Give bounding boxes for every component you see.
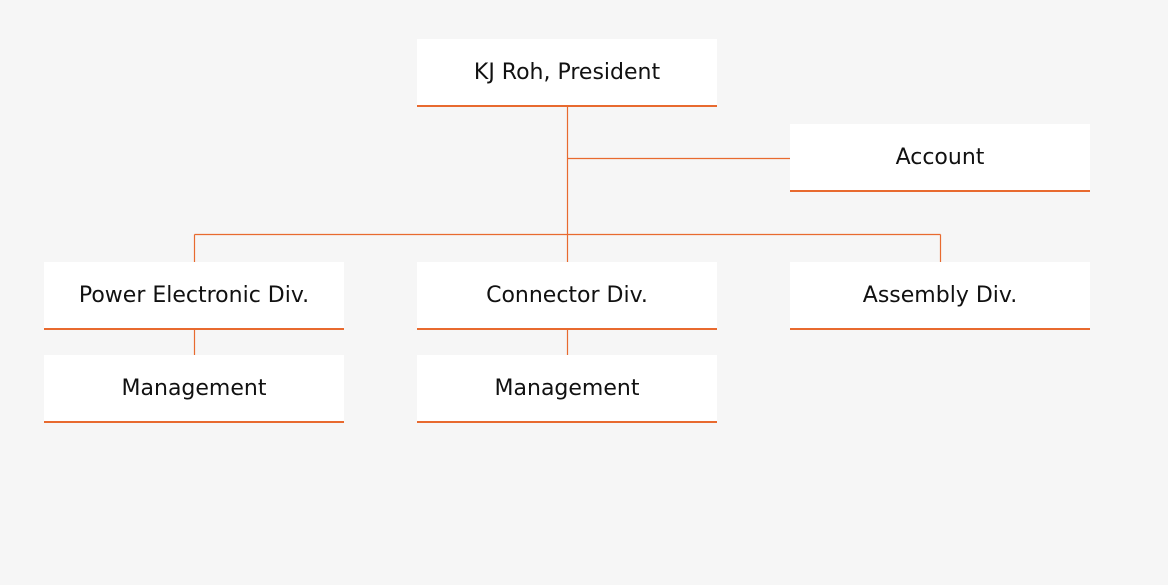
account-label: Account <box>895 144 985 170</box>
connector-management-label: Management <box>494 375 640 401</box>
assembly-division-node: Assembly Div. <box>790 262 1090 330</box>
connector-management-node: Management <box>417 355 717 423</box>
power-electronic-management-node: Management <box>44 355 344 423</box>
power-electronic-division-label: Power Electronic Div. <box>78 282 310 308</box>
power-electronic-management-label: Management <box>121 375 267 401</box>
president-node: KJ Roh, President <box>417 39 717 107</box>
connector-division-label: Connector Div. <box>486 282 648 308</box>
president-label: KJ Roh, President <box>473 59 661 85</box>
assembly-division-label: Assembly Div. <box>862 282 1018 308</box>
account-node: Account <box>790 124 1090 192</box>
connector-division-node: Connector Div. <box>417 262 717 330</box>
power-electronic-division-node: Power Electronic Div. <box>44 262 344 330</box>
